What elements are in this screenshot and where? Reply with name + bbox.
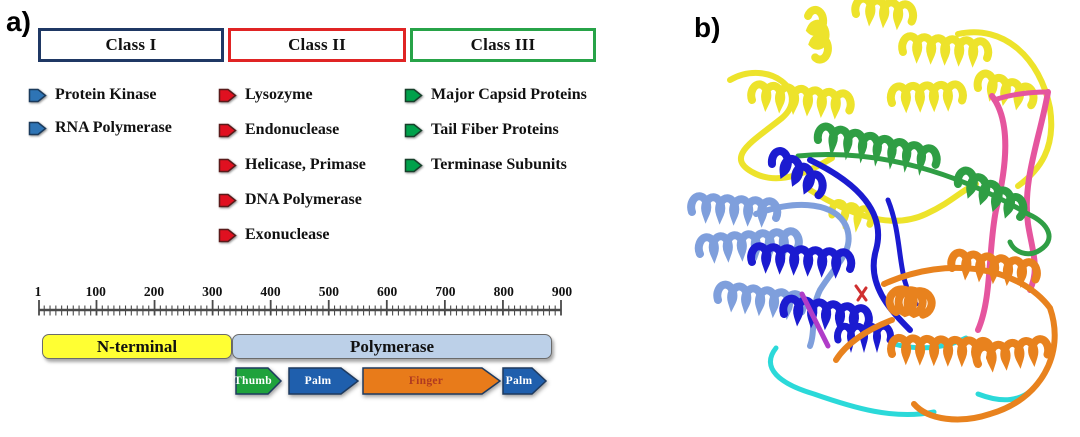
- item-label: Protein Kinase: [55, 86, 157, 103]
- ruler-tickmarks: [38, 300, 562, 316]
- class-2-box: Class II: [228, 28, 406, 62]
- ribbon-blue: [834, 322, 894, 354]
- class-2-title: Class II: [288, 35, 346, 54]
- subdomain-arrow-row: Thumb Palm Finger Palm: [42, 366, 562, 396]
- class-1-list: Protein Kinase RNA Polymerase: [28, 86, 172, 152]
- list-item: Tail Fiber Proteins: [404, 121, 587, 139]
- ribbon-light_blue: [687, 192, 782, 228]
- item-label: RNA Polymerase: [55, 119, 172, 136]
- ribbon-yellow: [828, 199, 875, 233]
- ribbon-yellow: [747, 80, 855, 120]
- class-3-list: Major Capsid Proteins Tail Fiber Protein…: [404, 86, 587, 191]
- list-item: Terminase Subunits: [404, 156, 587, 174]
- arrow-bullet-icon: [218, 158, 237, 172]
- ribbon-blue: [767, 147, 827, 200]
- ribbon-yellow: [804, 6, 832, 64]
- subdomain-label: Finger: [408, 375, 444, 387]
- domain-n-terminal: N-terminal: [42, 334, 232, 359]
- arrow-bullet-icon: [28, 88, 47, 102]
- arrow-shape: [362, 367, 502, 395]
- arrow-bullet-icon: [218, 228, 237, 242]
- ribbon-pink: [975, 93, 1009, 333]
- item-label: Major Capsid Proteins: [431, 86, 587, 103]
- ruler-tick-label: 600: [377, 284, 398, 299]
- list-item: Lysozyme: [218, 86, 366, 104]
- domain-bar: N-terminal Polymerase: [42, 334, 562, 359]
- class-2-list: Lysozyme Endonuclease Helicase, Primase …: [218, 86, 366, 261]
- arrow-shape: [235, 367, 283, 395]
- arrow-shape: [288, 367, 360, 395]
- subdomain-label: Thumb: [234, 375, 272, 387]
- list-item: DNA Polymerase: [218, 191, 366, 209]
- ribbon-light_blue: [694, 227, 803, 264]
- ribbon-yellow: [886, 80, 967, 114]
- subdomain-finger: Finger: [362, 366, 502, 396]
- ribbon-cyan: [768, 345, 937, 418]
- ruler-tick-label: 700: [435, 284, 456, 299]
- ribbon-yellow: [973, 69, 1038, 111]
- list-item: Major Capsid Proteins: [404, 86, 587, 104]
- class-1-title: Class I: [105, 35, 157, 54]
- arrow-bullet-icon: [404, 123, 423, 137]
- ribbon-orange: [885, 285, 936, 319]
- domain-label: Polymerase: [349, 336, 435, 356]
- ribbon-orange: [833, 317, 895, 363]
- protein-ribbon-structure: [687, 0, 1058, 423]
- ruler-tick-label: 500: [318, 284, 339, 299]
- item-label: Lysozyme: [245, 86, 313, 103]
- ruler-tick-label: 100: [85, 284, 106, 299]
- arrow-shape: [502, 367, 548, 395]
- ribbon-pink: [991, 89, 1051, 103]
- item-label: Tail Fiber Proteins: [431, 121, 559, 138]
- ribbon-ligand_red: [854, 284, 868, 302]
- subdomain-palm-2: Palm: [502, 366, 548, 396]
- ruler-tick-label: 400: [260, 284, 281, 299]
- ribbon-green: [813, 122, 941, 176]
- subdomain-thumb: Thumb: [234, 366, 283, 396]
- arrow-bullet-icon: [404, 158, 423, 172]
- list-item: Helicase, Primase: [218, 156, 366, 174]
- list-item: Endonuclease: [218, 121, 366, 139]
- list-item: Protein Kinase: [28, 86, 172, 104]
- arrow-bullet-icon: [28, 121, 47, 135]
- ruler-labels: 1 100 200 300 400 500 600 700 800 900: [34, 284, 573, 299]
- ribbon-yellow: [898, 32, 993, 68]
- ruler-tick-label: 200: [143, 284, 165, 299]
- class-3-title: Class III: [470, 35, 536, 54]
- class-header-row: Class I Class II Class III: [38, 28, 598, 62]
- ribbon-light_blue: [713, 280, 807, 321]
- subdomain-label: Palm: [505, 375, 533, 387]
- item-label: Exonuclease: [245, 226, 330, 243]
- ribbon-yellow: [851, 0, 917, 31]
- arrow-bullet-icon: [218, 88, 237, 102]
- ruler-tick-label: 800: [493, 284, 514, 299]
- ribbon-orange: [881, 264, 1058, 423]
- ribbon-blue: [779, 294, 873, 335]
- ruler-tick-label: 900: [551, 284, 573, 299]
- ribbon-green: [795, 152, 1052, 257]
- residue-ruler: 1 100 200 300 400 500 600 700 800 900: [34, 284, 573, 325]
- class-1-box: Class I: [38, 28, 224, 62]
- domain-polymerase: Polymerase: [232, 334, 552, 359]
- subdomain-label: Palm: [304, 375, 332, 387]
- panel-b-label: b): [694, 12, 721, 43]
- list-item: Exonuclease: [218, 226, 366, 244]
- subdomain-palm-1: Palm: [288, 366, 360, 396]
- item-label: Endonuclease: [245, 121, 340, 138]
- item-label: Helicase, Primase: [245, 156, 366, 173]
- arrow-bullet-icon: [218, 193, 237, 207]
- ribbon-purple: [799, 291, 831, 349]
- panel-a-label: a): [6, 6, 31, 37]
- class-3-box: Class III: [410, 28, 596, 62]
- item-label: Terminase Subunits: [431, 156, 567, 173]
- ruler-tick-label: 1: [34, 284, 42, 299]
- ruler-tick-label: 300: [202, 284, 223, 299]
- item-label: DNA Polymerase: [245, 191, 362, 208]
- list-item: RNA Polymerase: [28, 119, 172, 137]
- arrow-bullet-icon: [404, 88, 423, 102]
- domain-label: N-terminal: [96, 336, 178, 356]
- ribbon-blue: [747, 242, 856, 279]
- ribbon-orange: [972, 335, 1053, 373]
- arrow-bullet-icon: [218, 123, 237, 137]
